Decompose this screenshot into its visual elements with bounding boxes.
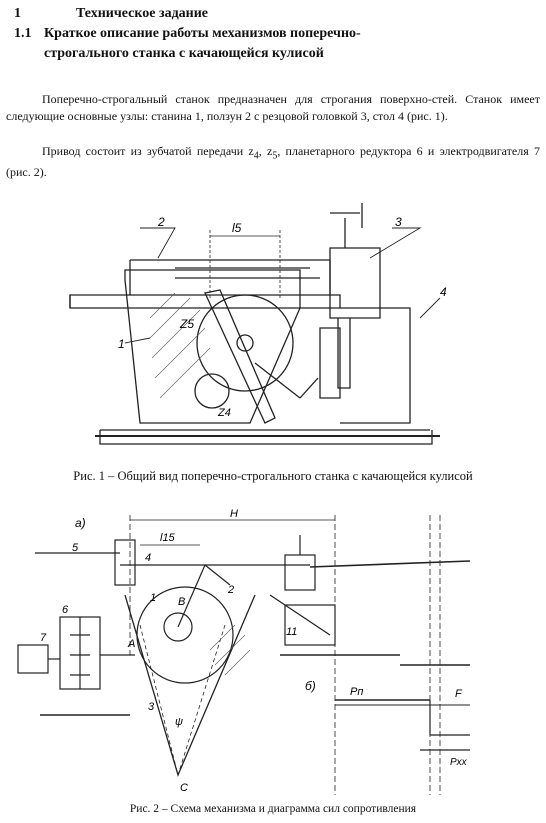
subscript-5: 5 [272,150,278,162]
fig2-label-H: H [230,508,238,520]
subsection-heading: 1.1 Краткое описание работы механизмов по… [14,24,534,64]
figure-2-mechanism-scheme: а) H l15 5 4 7 6 3 2 1 11 C A B ψ б) Pп … [17,508,471,795]
fig1-label-l5: l5 [232,221,242,235]
fig2-label-psi: ψ [175,716,183,728]
fig2-label-Pn: Pп [350,686,363,698]
fig2-label-3: 3 [148,701,155,713]
paragraph-drive-text-c: , планетарного редуктора 6 и электродвиг… [6,144,541,180]
fig2-label-7: 7 [40,632,47,644]
fig2-label-A: A [127,638,135,650]
fig2-label-C: C [180,782,188,794]
section-number: 1 [14,6,21,21]
fig2-label-1: 1 [150,592,156,604]
figure-1-caption: Рис. 1 – Общий вид поперечно-строгальног… [73,469,473,483]
figure-2-caption: Рис. 2 – Схема механизма и диаграмма сил… [129,803,417,815]
fig2-label-a: а) [75,516,86,530]
subsection-title-line1: Краткое описание работы механизмов попер… [44,26,361,41]
paragraph-drive-text-a: Привод состоит из зубчатой передачи z [42,144,254,158]
paragraph-intro: Поперечно-строгальный станок предназначе… [6,92,540,123]
fig2-label-b: б) [305,679,316,693]
fig2-label-B: B [178,596,185,608]
fig1-label-4: 4 [440,285,447,299]
fig1-label-1: 1 [118,337,125,351]
paragraph-drive-text-b: , z [258,144,273,158]
fig2-label-l15: l15 [160,532,176,544]
subsection-number: 1.1 [14,26,32,41]
figure-1-machine-drawing: 2 3 4 1 l5 Z5 Z4 [69,203,447,445]
fig2-label-F: F [455,688,463,700]
fig1-label-2: 2 [157,215,165,229]
fig2-label-6: 6 [62,604,69,616]
fig1-label-z5: Z5 [179,317,194,331]
subsection-title-line2: строгального станка с качающейся кулисой [44,46,324,61]
fig2-label-4: 4 [145,552,151,564]
subscript-4: 4 [253,150,259,162]
fig2-label-Pxx: Pхх [450,757,468,768]
fig1-label-z4: Z4 [217,407,231,419]
fig2-label-11: 11 [286,626,297,638]
section-title: Техническое задание [76,6,209,21]
paragraph-drive: Привод состоит из зубчатой передачи z4, … [6,143,540,181]
fig2-label-5: 5 [72,542,79,554]
fig2-label-2: 2 [227,584,234,596]
fig1-label-3: 3 [395,215,402,229]
section-heading: 1 Техническое задание [14,6,208,22]
